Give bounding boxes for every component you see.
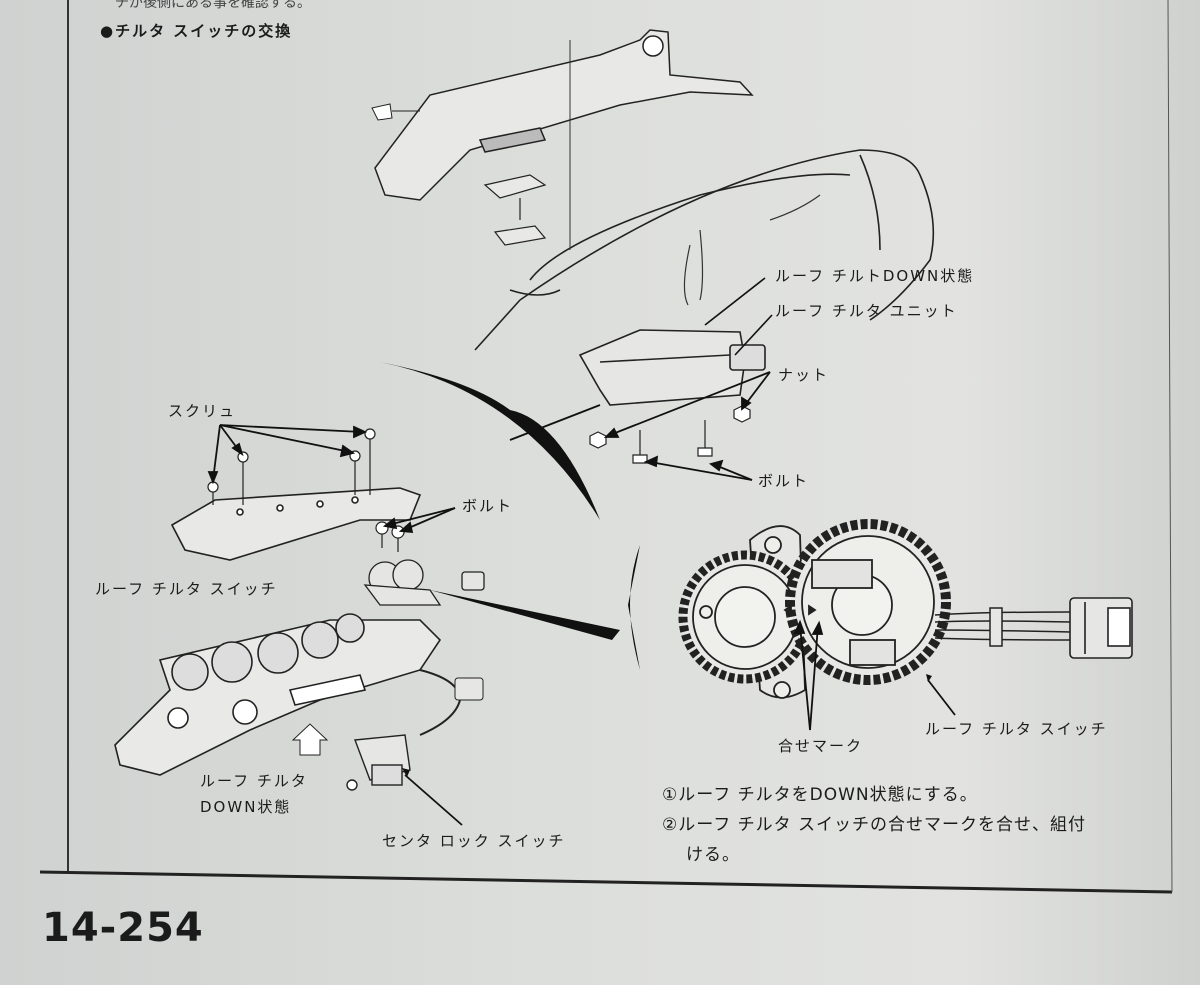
- label-alignment-mark: 合せマーク: [778, 737, 864, 755]
- label-center-lock-switch: センタ ロック スイッチ: [382, 832, 566, 850]
- roof-bracket-part: [374, 29, 754, 201]
- top-text-fragment: チが後側にある事を確認する。: [115, 0, 311, 11]
- zoom-line-black: [430, 590, 620, 640]
- screws: [207, 428, 376, 505]
- nut-arrows: [603, 371, 771, 438]
- gear-detail: [678, 519, 951, 699]
- harness-loop: [419, 669, 462, 736]
- section-title: ●チルタ スイッチの交換: [100, 22, 293, 40]
- label-nut: ナット: [778, 366, 830, 384]
- roof-tilter-unit-shape: [578, 329, 766, 406]
- unit-label-arrows: [704, 277, 773, 356]
- nuts-bolts: [589, 405, 751, 464]
- small-clip-part: [483, 174, 547, 246]
- label-screw: スクリュ: [168, 402, 237, 420]
- zoom-wedge: [380, 362, 600, 520]
- bolt-arrows-right: [643, 455, 753, 481]
- motor-housing: [114, 613, 442, 776]
- screw-arrows: [207, 424, 368, 485]
- screw-plate: [170, 487, 422, 561]
- page-number: 14-254: [42, 905, 204, 951]
- label-bolt-right: ボルト: [758, 472, 810, 490]
- alignment-arrows: [793, 619, 824, 731]
- connector-left: [454, 677, 484, 701]
- roof-tilter-switch-small: [363, 559, 485, 606]
- push-rivet: [371, 103, 393, 121]
- step-2-continued: ける。: [686, 845, 740, 865]
- step-2: ②ルーフ チルタ スイッチの合せマークを合せ、組付: [662, 815, 1087, 835]
- label-roof-tilter-switch-left: ルーフ チルタ スイッチ: [95, 580, 278, 598]
- up-arrow: [291, 723, 329, 756]
- bolt-arrows-left: [382, 507, 456, 534]
- right-fold-line: [1167, 0, 1173, 893]
- label-roof-tilter-left-line1: ルーフ チルタ: [200, 772, 308, 790]
- label-roof-tilter-switch-right: ルーフ チルタ スイッチ: [925, 720, 1108, 738]
- roof-headliner: [474, 149, 935, 351]
- center-lock-arrow: [404, 774, 463, 826]
- bottom-border-line: [39, 870, 1173, 894]
- center-lock-switch-shape: [346, 734, 411, 791]
- label-roof-tilter-unit: ルーフ チルタ ユニット: [775, 302, 958, 320]
- step-1: ①ルーフ チルタをDOWN状態にする。: [662, 785, 978, 805]
- wire-bundle: [934, 607, 1071, 647]
- zoom-wedge-2: [628, 545, 640, 670]
- connector-right: [1069, 597, 1133, 659]
- label-roof-tilter-left-line2: DOWN状態: [200, 798, 292, 816]
- label-bolt-left: ボルト: [462, 497, 514, 515]
- wiring-harness: [683, 194, 821, 306]
- label-roof-tilt-down-state: ルーフ チルトDOWN状態: [775, 267, 975, 285]
- switch-right-arrow: [927, 679, 956, 716]
